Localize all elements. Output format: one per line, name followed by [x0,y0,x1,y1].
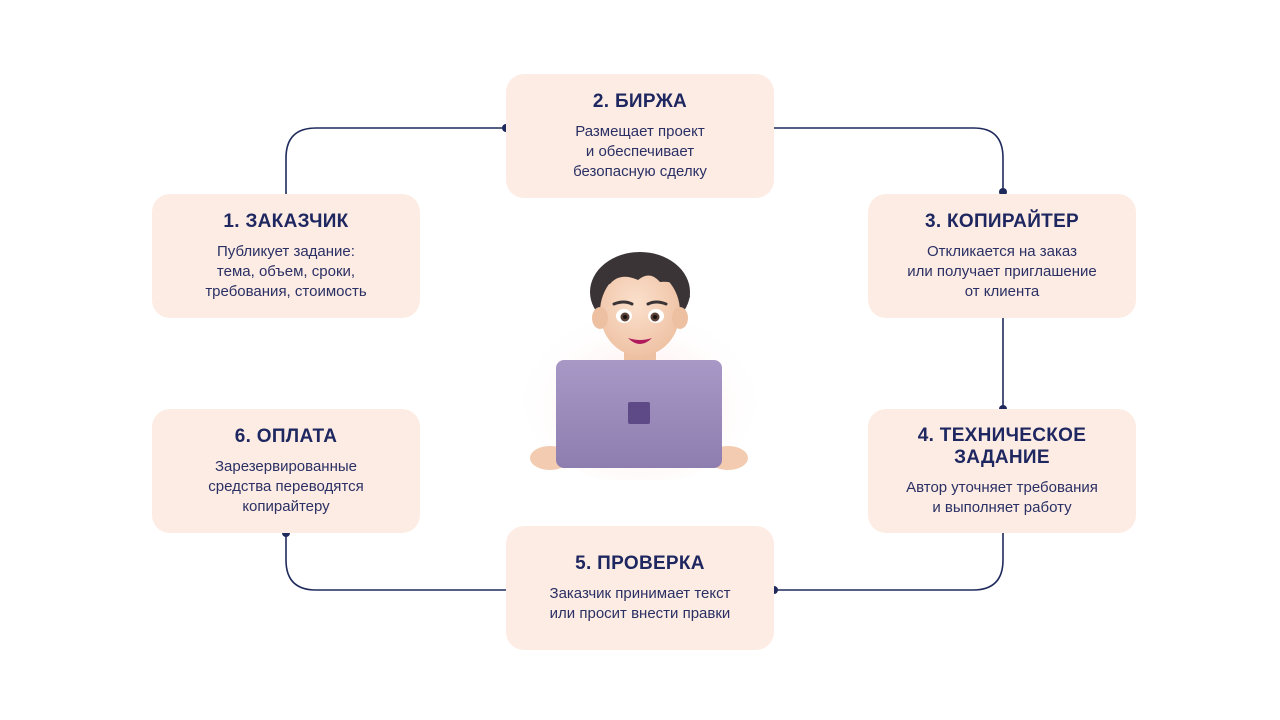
person-with-laptop-icon [522,252,758,480]
step-description: Автор уточняет требования и выполняет ра… [906,478,1098,516]
step-title: 2. БИРЖА [592,90,688,112]
step-card-copywriter: 3. КОПИРАЙТЕР Откликается на заказ или п… [868,194,1136,318]
step-description: Зарезервированные средства переводятся к… [208,457,364,515]
step-card-exchange: 2. БИРЖА Размещает проект и обеспечивает… [506,74,774,198]
step-description: Откликается на заказ или получает пригла… [907,242,1097,300]
connector-5-6 [285,533,506,591]
step-title: 4. ТЕХНИЧЕСКОЕ ЗАДАНИЕ [917,424,1087,468]
step-description: Размещает проект и обеспечивает безопасн… [573,122,707,180]
step-title: 6. ОПЛАТА [234,425,338,447]
connector-1-2 [285,127,506,194]
connector-2-3 [774,127,1004,194]
connector-4-5 [774,533,1004,591]
step-card-customer: 1. ЗАКАЗЧИК Публикует задание: тема, объ… [152,194,420,318]
step-title: 5. ПРОВЕРКА [575,552,705,574]
step-title: 3. КОПИРАЙТЕР [924,210,1080,232]
step-description: Заказчик принимает текст или просит внес… [549,584,731,622]
step-card-brief: 4. ТЕХНИЧЕСКОЕ ЗАДАНИЕ Автор уточняет тр… [868,409,1136,533]
step-card-review: 5. ПРОВЕРКА Заказчик принимает текст или… [506,526,774,650]
step-description: Публикует задание: тема, объем, сроки, т… [205,242,367,300]
step-title: 1. ЗАКАЗЧИК [223,210,349,232]
step-card-payment: 6. ОПЛАТА Зарезервированные средства пер… [152,409,420,533]
